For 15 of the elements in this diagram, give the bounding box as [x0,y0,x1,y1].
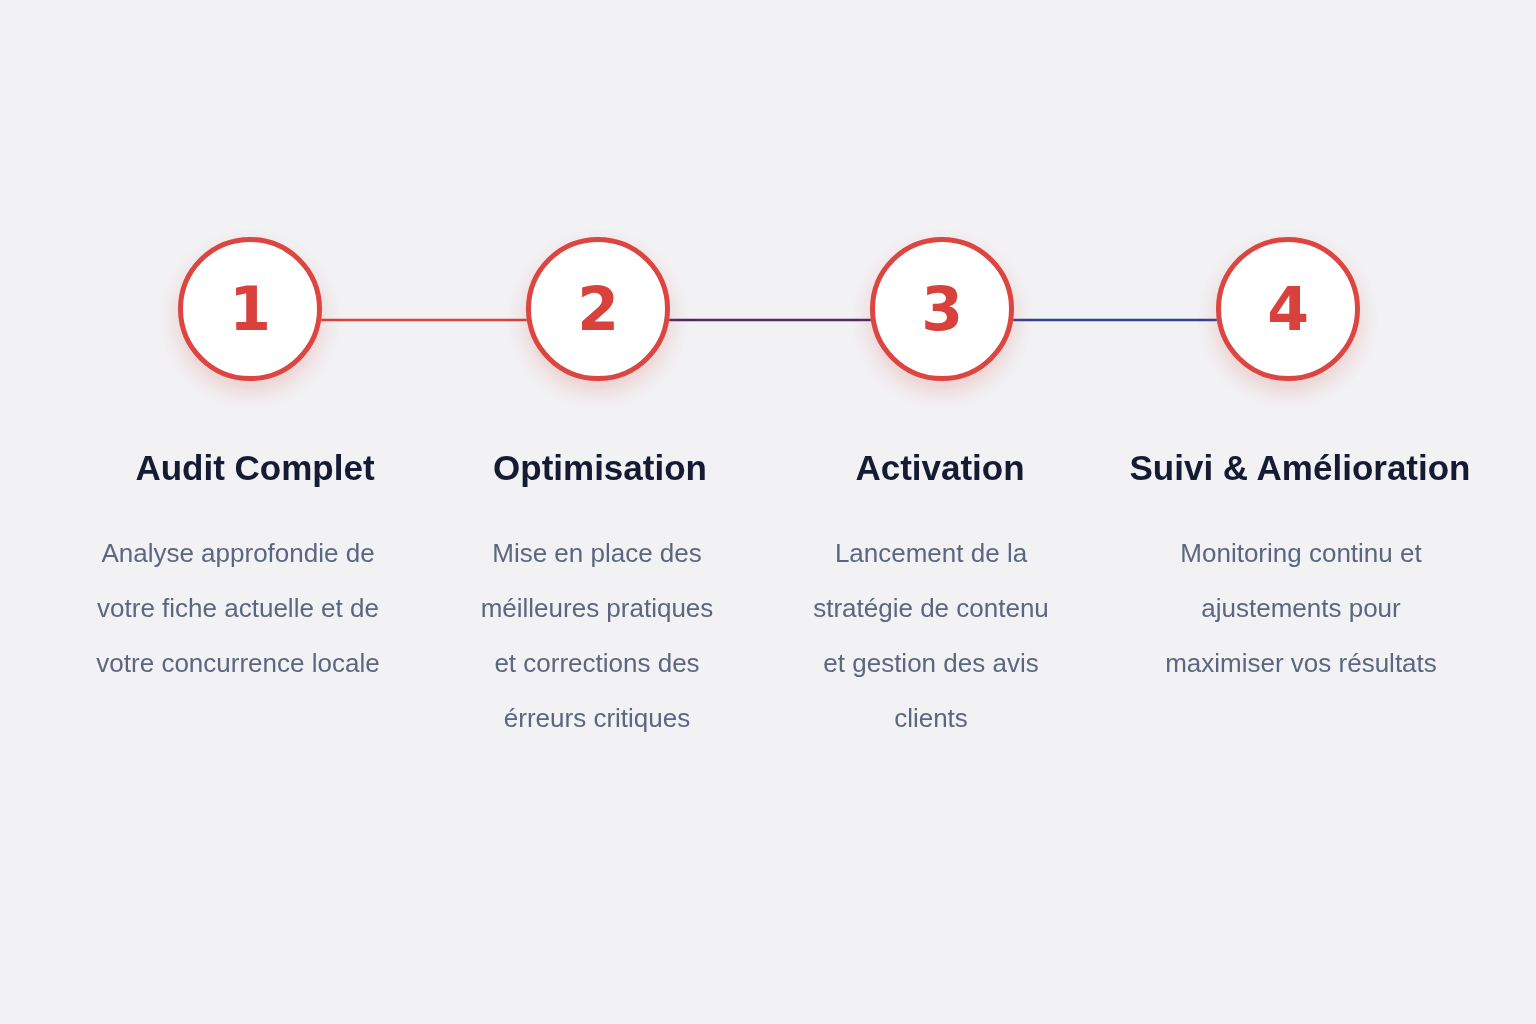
step-description: Monitoring continu et ajustements pour maximiser vos résultats [1164,537,1438,680]
connector-line [669,318,871,322]
step-title: Optimisation [493,447,707,489]
step-title: Suivi & Amélioration [1129,447,1471,489]
step-number: 3 [921,279,963,339]
step-title: Audit Complet [135,447,375,489]
step-description: Mise en place des méilleures pratiques et corrections des érreurs critiques [479,537,715,735]
step-description: Analyse approfondie de votre fiche actuelle et de votre concurrence locale [95,537,381,680]
step-number: 4 [1267,279,1309,339]
step-number: 2 [577,279,619,339]
step-title: Activation [855,447,1025,489]
step-number: 1 [229,279,271,339]
connector-line [321,318,527,322]
connector-line [1013,318,1217,322]
step-description: Lancement de la stratégie de contenu et gestion des avis clients [812,537,1050,735]
